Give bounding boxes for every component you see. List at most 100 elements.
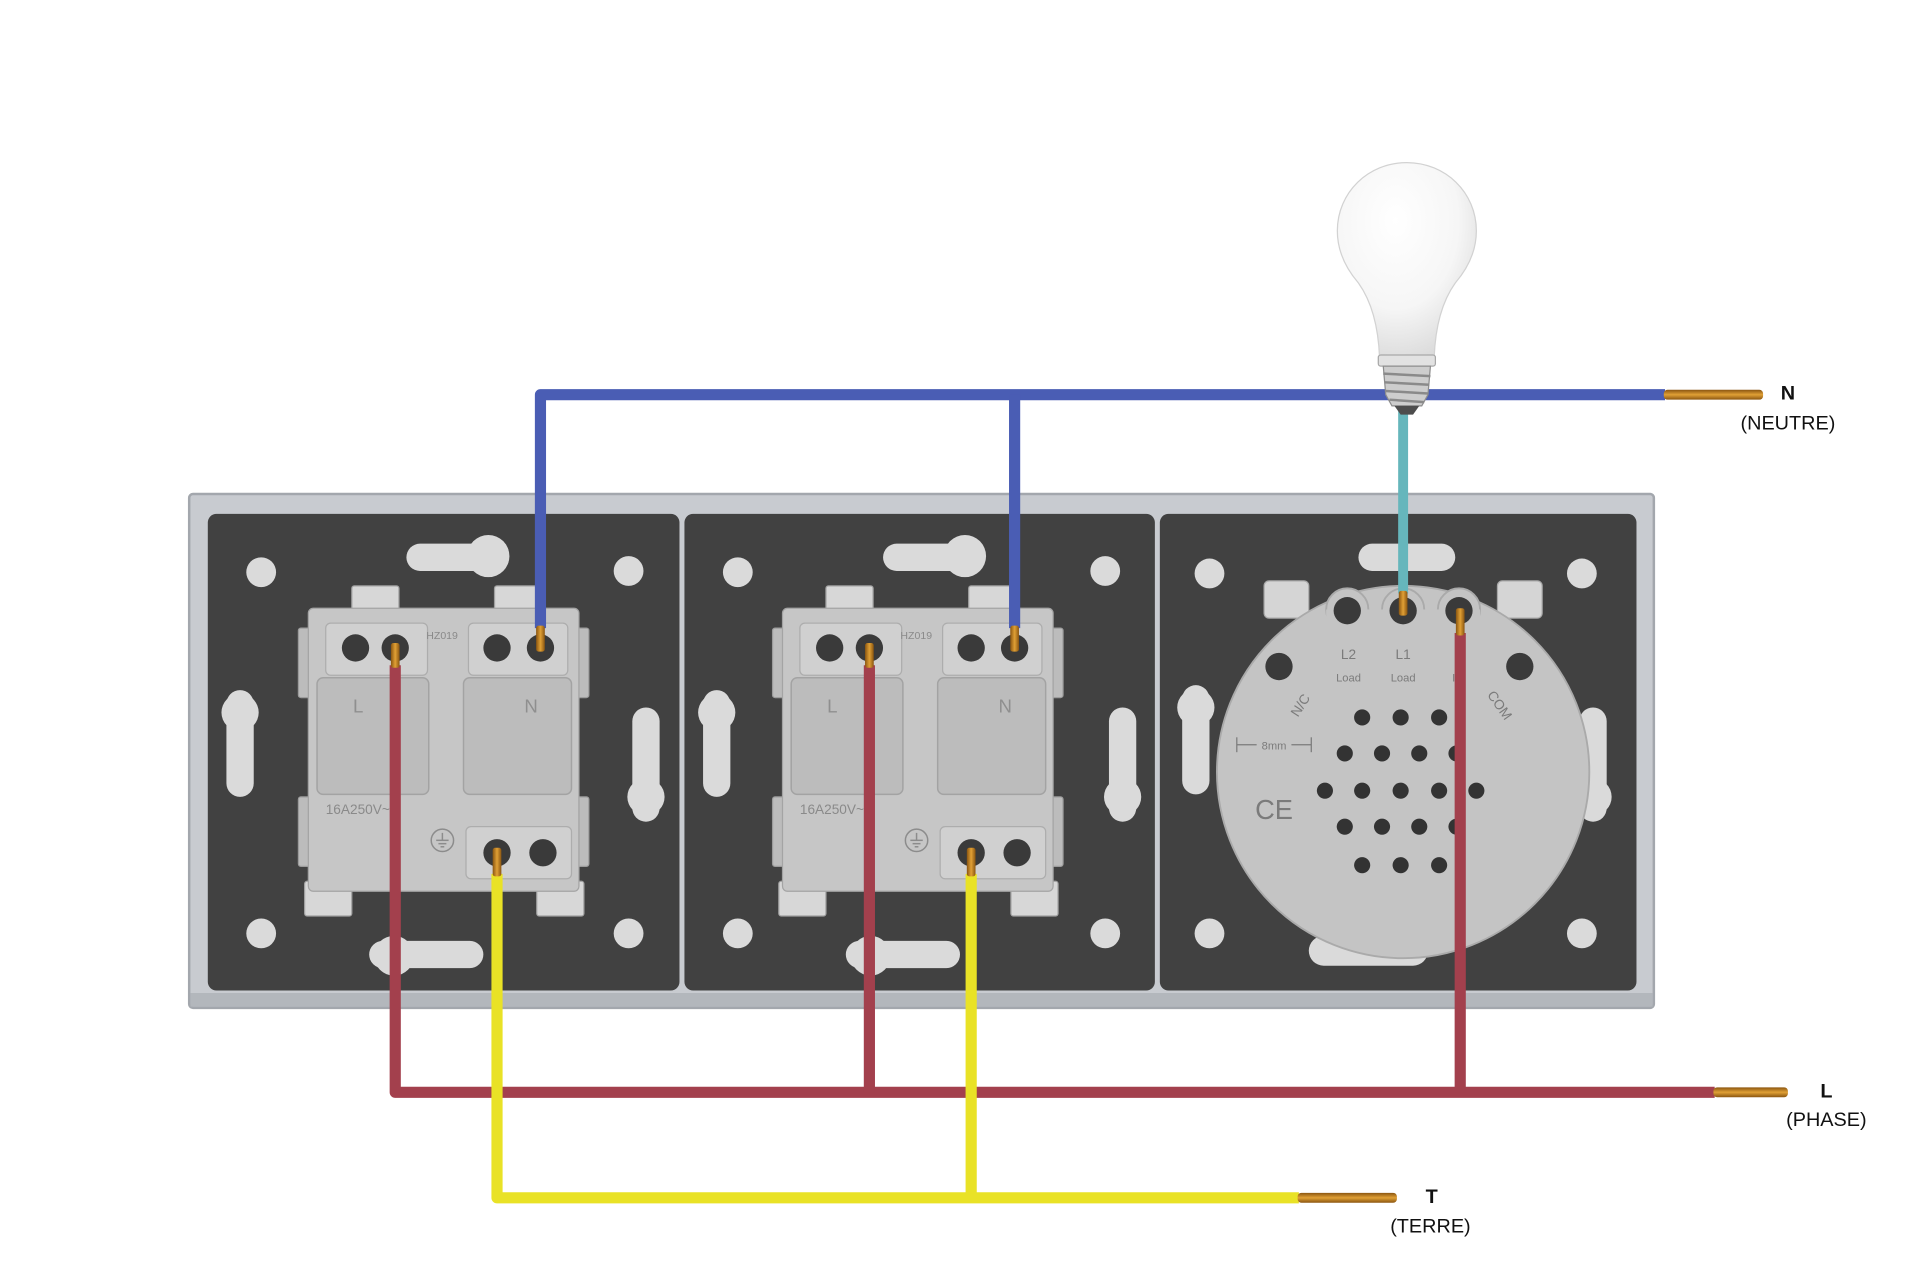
vent-hole bbox=[1392, 857, 1409, 874]
phase-wire-main bbox=[389, 665, 1715, 1098]
light-bulb-icon bbox=[1336, 161, 1477, 415]
mounting-hole bbox=[722, 918, 753, 949]
bulb-glass bbox=[1336, 161, 1477, 359]
socket-rating: 16A250V~ bbox=[800, 802, 864, 817]
socket-rating: 16A250V~ bbox=[326, 802, 390, 817]
mounting-hole bbox=[246, 918, 277, 949]
terminal-cover-l bbox=[790, 676, 904, 796]
neutral-copper-end bbox=[1663, 389, 1764, 400]
phase-copper-stub bbox=[390, 642, 400, 668]
terminal-sublabel-l1: Load bbox=[1391, 672, 1416, 684]
vent-hole bbox=[1354, 857, 1371, 874]
vent-hole bbox=[1373, 745, 1391, 762]
phase-copper-end bbox=[1713, 1087, 1788, 1098]
vent-hole bbox=[1392, 782, 1409, 799]
neutral-wire bbox=[534, 389, 1764, 652]
terminal-label-n: N bbox=[524, 695, 537, 716]
mounting-hole bbox=[246, 557, 277, 588]
mounting-screw-hole bbox=[1506, 652, 1534, 681]
bulb-contact-tip bbox=[1394, 405, 1420, 415]
power-socket-2: HZ019 L N 16A250V~ bbox=[771, 585, 1064, 917]
phase-copper-stub bbox=[865, 642, 874, 668]
terminal-block-l bbox=[799, 622, 903, 676]
strip-gauge-label: 8mm bbox=[1262, 741, 1287, 753]
switch-body bbox=[1216, 584, 1591, 960]
neutral-copper-stub bbox=[536, 625, 545, 652]
ce-mark: CE bbox=[1255, 794, 1293, 825]
bulb-thread bbox=[1385, 389, 1429, 395]
frame-bottom-edge bbox=[190, 992, 1653, 1007]
vent-hole bbox=[1354, 782, 1371, 799]
terminal-cover-n bbox=[462, 676, 573, 796]
socket-model: HZ019 bbox=[900, 630, 932, 642]
terminal-hole bbox=[957, 634, 985, 662]
earth-symbol-icon bbox=[430, 828, 455, 853]
lamp-feed-copper-stub bbox=[1398, 590, 1408, 616]
neutral-sublabel: (NEUTRE) bbox=[1741, 412, 1836, 434]
switch-clip bbox=[1263, 580, 1310, 619]
vent-hole bbox=[1411, 745, 1428, 762]
earth-symbol-icon bbox=[904, 828, 929, 853]
power-socket-1: HZ019 L N 16A250V~ bbox=[297, 585, 590, 917]
switch-vent-holes bbox=[1316, 709, 1485, 874]
terminal-label-l1: L1 bbox=[1396, 647, 1411, 662]
terminal-hole-l2 bbox=[1333, 597, 1361, 625]
phase-wire bbox=[389, 608, 1788, 1098]
vent-hole bbox=[1316, 782, 1333, 799]
vent-hole bbox=[1431, 857, 1448, 874]
vent-hole bbox=[1411, 818, 1428, 835]
mounting-hole bbox=[1566, 558, 1597, 589]
top-slot-end bbox=[943, 534, 987, 578]
top-slot-end bbox=[467, 534, 510, 578]
earth-copper-stub bbox=[966, 847, 976, 877]
mounting-hole bbox=[613, 918, 644, 949]
vent-hole bbox=[1354, 709, 1371, 726]
phase-label: L bbox=[1820, 1080, 1832, 1102]
gauge-label-bg bbox=[1256, 737, 1292, 753]
mounting-screw-hole bbox=[1265, 652, 1293, 681]
wire-labels: N (NEUTRE) L (PHASE) T (TERRE) bbox=[1390, 383, 1866, 1238]
socket-model: HZ019 bbox=[426, 630, 458, 642]
earth-label: T bbox=[1426, 1186, 1438, 1208]
right-slot-end bbox=[627, 778, 665, 816]
mounting-hole bbox=[1194, 558, 1225, 589]
switch-clip bbox=[1496, 580, 1543, 619]
vent-hole bbox=[1392, 709, 1409, 726]
mounting-hole bbox=[613, 556, 644, 586]
mounting-hole bbox=[1566, 918, 1597, 949]
mounting-hole bbox=[722, 557, 753, 588]
mounting-hole bbox=[1090, 918, 1121, 949]
vent-hole bbox=[1431, 782, 1448, 799]
terminal-hole bbox=[816, 634, 844, 662]
terminal-hole bbox=[483, 634, 511, 662]
earth-symbol-ring bbox=[904, 828, 929, 853]
terminal-hole bbox=[1003, 839, 1031, 867]
left-slot-end bbox=[221, 693, 259, 732]
earth-copper-stub bbox=[492, 847, 502, 877]
vent-hole bbox=[1468, 782, 1485, 799]
bulb-thread bbox=[1383, 372, 1431, 378]
terminal-sublabel-l2: Load bbox=[1336, 672, 1361, 684]
terminal-cover-l bbox=[316, 676, 430, 796]
vent-hole bbox=[1431, 709, 1448, 726]
vent-hole bbox=[1373, 818, 1391, 835]
terminal-label-l: L bbox=[827, 695, 837, 716]
earth-symbol-ring bbox=[430, 828, 455, 853]
bulb-thread bbox=[1384, 381, 1430, 387]
earth-wire-main bbox=[491, 873, 1299, 1204]
terminal-hole bbox=[341, 634, 370, 662]
vent-hole bbox=[1336, 818, 1353, 835]
lamp-feed-wire bbox=[1398, 404, 1409, 616]
left-slot-end bbox=[1177, 688, 1215, 727]
bulb-collar bbox=[1377, 354, 1437, 367]
neutral-copper-stub bbox=[1010, 625, 1019, 652]
terminal-label-l2: L2 bbox=[1341, 647, 1356, 662]
terminal-block-l bbox=[325, 622, 429, 676]
neutral-label: N bbox=[1781, 383, 1795, 405]
left-slot-end bbox=[698, 693, 736, 732]
mounting-hole bbox=[1090, 556, 1121, 586]
vent-hole bbox=[1336, 745, 1353, 762]
neutral-wire-main bbox=[534, 389, 1666, 629]
right-slot-end bbox=[1103, 778, 1142, 816]
